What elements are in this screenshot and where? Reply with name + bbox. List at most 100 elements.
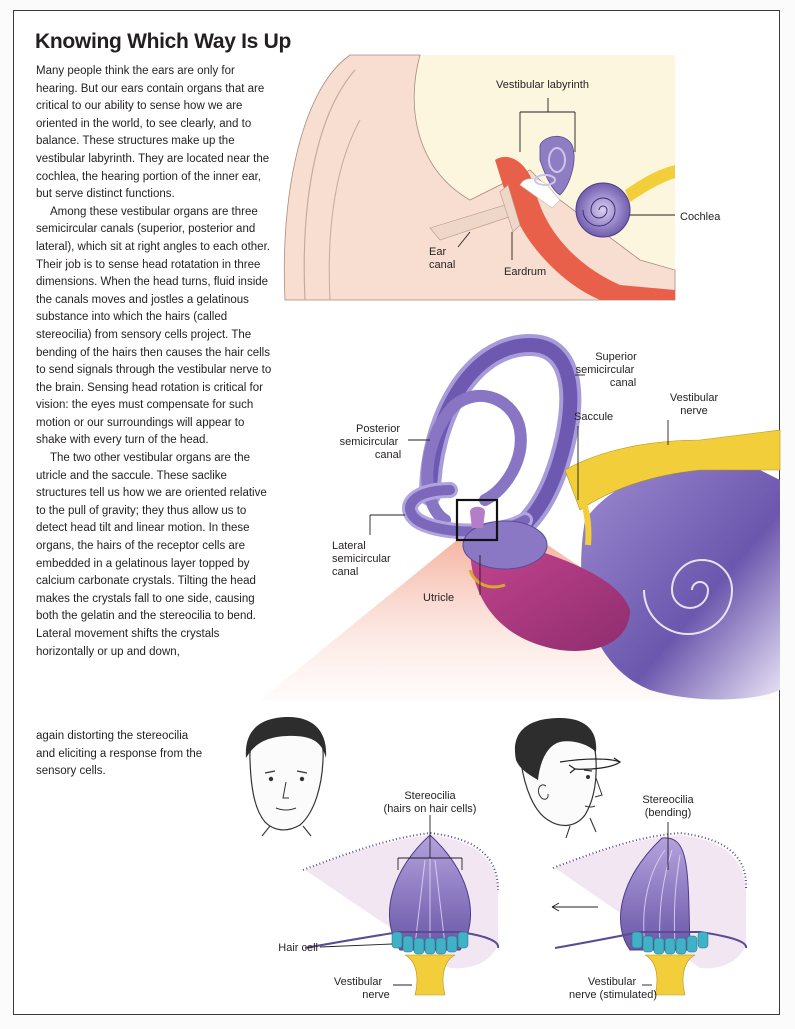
head-turning-view [514, 718, 622, 839]
article-body: Many people think the ears are only for … [36, 63, 276, 661]
path-9 [594, 777, 603, 798]
label-superior-2: semicircular [576, 364, 635, 376]
middle-ear-tissue [495, 156, 675, 300]
small-canal-loop [548, 147, 566, 173]
vestibular-nerve-left [404, 954, 456, 996]
path-11 [537, 784, 549, 800]
circle-2 [299, 776, 305, 782]
head-turning-hair [514, 718, 597, 780]
label-superior-1: Superior [595, 351, 637, 363]
path [572, 483, 592, 546]
label-vestibular-nerve-1: Vestibular [670, 392, 719, 404]
label-posterior-2: semicircular [340, 436, 399, 448]
label-stereocilia-right-1: Stereocilia [642, 794, 694, 806]
label-stereocilia-left-1: Stereocilia [404, 790, 456, 802]
path-4 [264, 770, 308, 774]
ear-cross-section: Vestibular labyrinth Cochlea Ear canal E… [283, 54, 721, 301]
article-title: Knowing Which Way Is Up [35, 30, 291, 53]
rect [391, 931, 403, 949]
label-hair-cell: Hair cell [278, 942, 318, 954]
label-stereocilia-right-2: (bending) [645, 807, 691, 819]
leader-line-6 [457, 231, 471, 248]
gelatin-right-border [552, 831, 748, 891]
path-19 [551, 902, 560, 912]
label-ear-canal-2: canal [429, 259, 455, 271]
label-posterior-1: Posterior [356, 423, 400, 435]
path-12 [565, 817, 597, 839]
vestibular-nerve-right [644, 954, 696, 996]
small-nerve [625, 165, 675, 202]
rect-13 [686, 935, 698, 953]
hair-cell-bending: Stereocilia (bending) Vestibular nerve (… [551, 794, 748, 1001]
article-body-tail: again distorting the stereocilia and eli… [36, 728, 206, 781]
rect-6 [446, 935, 458, 953]
hair-cells-right [631, 931, 709, 955]
label-ear-canal-1: Ear [429, 246, 446, 258]
path-14 [613, 757, 621, 763]
eardrum-shape [499, 184, 521, 233]
small-cochlea-spiral [582, 197, 616, 227]
ossicles [519, 178, 561, 209]
rect-2 [402, 935, 414, 953]
big-cochlea-spiral [643, 559, 734, 635]
circle-3 [586, 775, 590, 779]
rect-4 [424, 937, 436, 955]
path-10 [584, 805, 596, 808]
label-vestibular-nerve-right-1: Vestibular [588, 976, 637, 988]
label-vestibular-labyrinth: Vestibular labyrinth [496, 79, 589, 91]
rect-5 [435, 937, 447, 955]
small-cochlea [575, 182, 631, 238]
label-lateral-1: Lateral [332, 540, 366, 552]
label-vestibular-nerve-left-2: nerve [362, 989, 390, 1001]
label-vestibular-nerve-2: nerve [680, 405, 708, 417]
rect-8 [631, 931, 643, 949]
rect-7 [457, 931, 469, 949]
inner-ear-closeup: Superior semicircular canal Saccule Vest… [260, 333, 781, 700]
small-labyrinth [539, 135, 575, 196]
label-lateral-2: semicircular [332, 553, 391, 565]
big-cochlea [581, 464, 780, 700]
head-front-hair [245, 716, 327, 758]
label-utricle: Utricle [423, 592, 454, 604]
vestibular-nerve [564, 429, 781, 511]
outer-ear-fold [303, 69, 356, 301]
path-2 [468, 569, 506, 589]
rect-11 [664, 937, 676, 955]
path-6 [275, 807, 297, 811]
hair-cells-left [391, 931, 469, 955]
vestibule [462, 520, 548, 570]
outer-ear-skin [283, 54, 676, 301]
rect-9 [642, 935, 654, 953]
superior-canal-outline [419, 333, 582, 551]
saccule-body [470, 545, 630, 651]
label-vestibular-nerve-right-2: nerve (stimulated) [569, 989, 657, 1001]
hair-cell-upright: Stereocilia (hairs on hair cells) Hair c… [278, 790, 500, 1001]
label-superior-3: canal [610, 377, 636, 389]
label-lateral-3: canal [332, 566, 358, 578]
circle [268, 776, 274, 782]
utricle-zoom-box [455, 498, 499, 542]
label-eardrum: Eardrum [504, 266, 546, 278]
paragraph-intro: Many people think the ears are only for … [36, 65, 270, 201]
label-saccule: Saccule [574, 411, 613, 423]
path-5 [282, 781, 289, 799]
stereocilia-bulb-right [620, 837, 691, 951]
label-cochlea: Cochlea [680, 211, 721, 223]
leader-line-19 [319, 943, 393, 948]
path-3 [470, 506, 485, 528]
label-stereocilia-left-2: (hairs on hair cells) [384, 803, 477, 815]
rect-14 [697, 931, 709, 949]
paragraph-tail: again distorting the stereocilia and eli… [36, 730, 203, 778]
outer-ear-fold-2 [328, 119, 361, 301]
paragraph-utricle-saccule: The two other vestibular organs are the … [36, 452, 267, 658]
posterior-canal [421, 390, 527, 526]
paragraph-semicircular-canals: Among these vestibular organs are three … [36, 205, 272, 447]
path-7 [261, 825, 312, 837]
head-front-view [245, 716, 327, 837]
rect-3 [413, 937, 425, 955]
label-vestibular-nerve-left-1: Vestibular [334, 976, 383, 988]
label-posterior-3: canal [375, 449, 401, 461]
small-canal-loop-2 [534, 174, 556, 186]
